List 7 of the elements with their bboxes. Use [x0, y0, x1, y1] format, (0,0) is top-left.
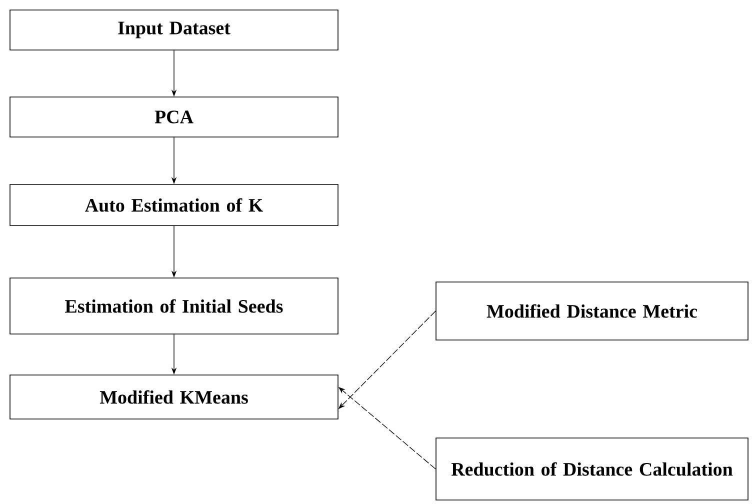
process-box: Estimation of Initial Seeds: [10, 278, 338, 334]
process-box: PCA: [10, 96, 338, 138]
process-box: Input Dataset: [10, 10, 338, 50]
process-box: Modified KMeans: [10, 374, 338, 420]
process-box: Modified Distance Metric: [436, 282, 748, 340]
process-box: Reduction of Distance Calculation: [436, 438, 748, 500]
process-box: Auto Estimation of K: [10, 184, 338, 226]
